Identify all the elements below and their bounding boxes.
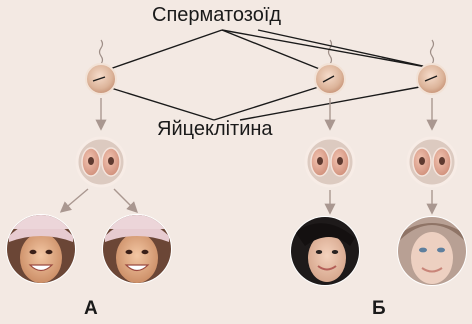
two-cell-embryo-icon xyxy=(304,136,356,188)
arrows-embryo-to-people xyxy=(59,188,438,215)
arrow-to-twin-a1 xyxy=(59,188,89,213)
two-cell-embryo-icon xyxy=(75,136,127,188)
sperm-tail-right xyxy=(429,39,435,65)
sperm-pointer-right xyxy=(221,29,433,69)
smiling-woman-cap-photo xyxy=(6,214,76,284)
sperm-pointer-middle xyxy=(221,29,323,71)
group-a-label: А xyxy=(84,298,98,319)
sperm-label: Сперматозоїд xyxy=(152,4,282,26)
two-cell-embryo-icon xyxy=(406,136,458,188)
egg-cell-icon xyxy=(416,63,448,95)
arrows-egg-to-embryo xyxy=(95,98,438,131)
dark-haired-woman-photo xyxy=(290,216,360,286)
sperm-tail-left xyxy=(98,39,104,65)
egg-pointer-left xyxy=(97,83,215,121)
fair-haired-woman-photo xyxy=(397,216,467,286)
egg-pointer-middle xyxy=(213,83,329,121)
egg-cell-icon xyxy=(314,63,346,95)
egg-cell-icon xyxy=(85,63,117,95)
egg-pointer-right xyxy=(239,83,437,121)
sperm-pointer-extra xyxy=(257,29,433,69)
sperm-tail-middle xyxy=(327,39,333,65)
arrow-to-twin-a2 xyxy=(113,188,138,213)
egg-label: Яйцеклітина xyxy=(157,118,273,140)
group-b-label: Б xyxy=(372,298,386,319)
sperm-pointer-left xyxy=(103,29,223,72)
pointer-lines xyxy=(97,29,437,121)
sperm-tails xyxy=(98,39,435,65)
smiling-woman-cap-photo xyxy=(102,214,172,284)
